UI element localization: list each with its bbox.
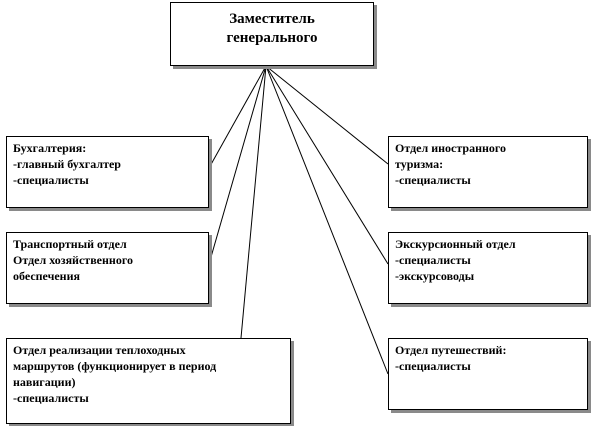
connector-to-accounting — [208, 65, 267, 169]
box-text-line: -специалисты — [395, 173, 471, 187]
connector-to-transport — [208, 65, 267, 265]
box-text-line: обеспечения — [13, 269, 80, 283]
connector-to-travel — [265, 65, 389, 375]
box-text-line: маршрутов (функционирует в период — [13, 359, 217, 373]
transport-department-box: Транспортный отдел Отдел хозяйственного … — [6, 232, 209, 304]
box-text-line: -специалисты — [13, 173, 89, 187]
box-text-line: -специалисты — [395, 253, 471, 267]
box-text-line: Бухгалтерия: — [13, 141, 87, 155]
box-title-line: генерального — [226, 30, 318, 46]
box-text-line: навигации) — [13, 375, 76, 389]
box-text-line: туризма: — [395, 157, 444, 171]
river-cruises-department-box: Отдел реализации теплоходных маршрутов (… — [6, 338, 291, 424]
foreign-tourism-department-box: Отдел иностранного туризма: -специалисты — [388, 136, 588, 208]
box-text-line: Отдел иностранного — [395, 141, 507, 155]
accounting-box: Бухгалтерия: -главный бухгалтер -специал… — [6, 136, 209, 208]
excursion-department-box: Экскурсионный отдел -специалисты -экскур… — [388, 232, 588, 304]
connector-to-river-cruises — [240, 65, 267, 339]
box-text-line: -специалисты — [395, 359, 471, 373]
connector-to-foreign-tourism — [265, 65, 389, 165]
box-text-line: -экскурсоводы — [395, 269, 475, 283]
box-text-line: Транспортный отдел — [13, 237, 127, 251]
box-text-line: Отдел хозяйственного — [13, 253, 133, 267]
box-text-line: Отдел реализации теплоходных — [13, 343, 186, 357]
deputy-general-director-box: Заместитель генерального — [170, 2, 374, 66]
connector-to-excursion — [265, 65, 389, 265]
box-text-line: -специалисты — [13, 391, 89, 405]
box-text-line: -главный бухгалтер — [13, 157, 121, 171]
box-text-line: Экскурсионный отдел — [395, 237, 516, 251]
box-title-line: Заместитель — [229, 11, 315, 27]
travel-department-box: Отдел путешествий: -специалисты — [388, 338, 588, 410]
box-text-line: Отдел путешествий: — [395, 343, 507, 357]
